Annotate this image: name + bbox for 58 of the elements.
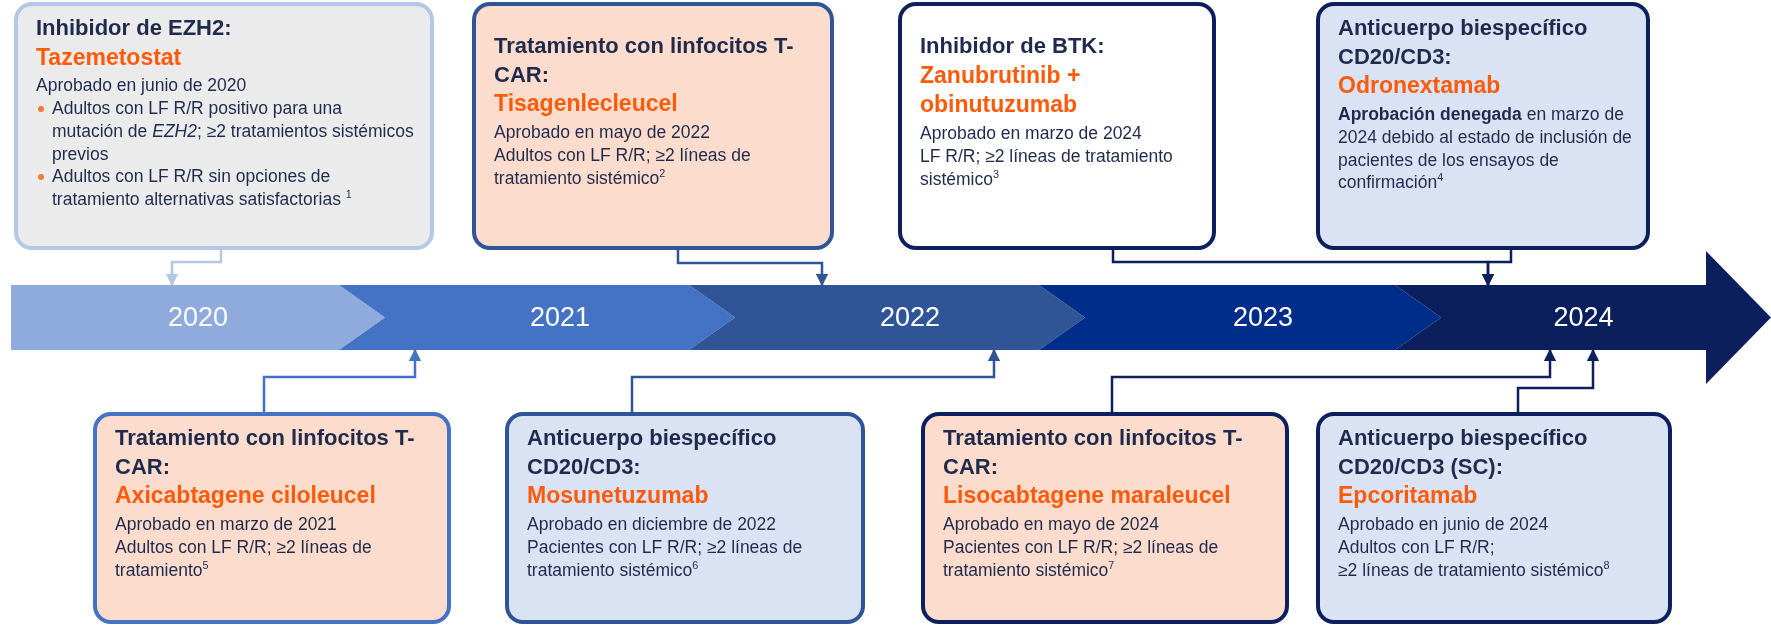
approval-text: LF R/R; ≥2 líneas de tratamiento sistémico$^{3}$ (920, 145, 1174, 191)
approval-text: Adultos con LF R/R; (1338, 535, 1496, 559)
connector-arrow (676, 250, 829, 287)
card-heading: Tratamiento con linfocitos T-CAR: (494, 32, 795, 89)
drug-name: Epcoritamab (1338, 481, 1479, 511)
bullet-text: Adultos con LF R/R positivo para una mutación de EZH2; ≥2 tratamientos sistémicos previos (52, 98, 414, 164)
approval-text: Pacientes con LF R/R; ≥2 líneas de tratamiento sistémico$^{7}$ (943, 535, 1220, 582)
connector-arrow (1481, 250, 1513, 287)
approval-text: Adultos con LF R/R; ≥2 líneas de tratamiento sistémico$^{2}$ (494, 143, 752, 190)
approval-text: Aprobado en junio de 2020 (36, 74, 248, 98)
bullet-text: Adultos con LF R/R sin opciones de tratamiento alternativas satisfactorias $^{1}$ (52, 166, 352, 210)
drug-card (1316, 2, 1650, 250)
connector-arrow (1516, 348, 1600, 412)
timeline-segment (689, 285, 1085, 350)
drug-card (472, 2, 834, 250)
card-heading: Anticuerpo biespecífico CD20/CD3: (1338, 14, 1589, 71)
drug-name: Zanubrutinib + obinutuzumab (920, 60, 1082, 120)
year-label: 2021 (530, 303, 591, 331)
timeline-segment (1039, 285, 1441, 350)
drug-card (505, 412, 865, 624)
connector-arrow (165, 250, 223, 287)
card-heading: Anticuerpo biespecífico CD20/CD3 (SC): (1338, 424, 1589, 481)
drug-card (921, 412, 1289, 624)
card-heading: Inhibidor de BTK: (920, 32, 1106, 60)
approval-text: Aprobado en junio de 2024 (1338, 513, 1550, 536)
year-label: 2022 (880, 303, 941, 331)
card-heading: Tratamiento con linfocitos T-CAR: (115, 424, 416, 481)
approval-text: Aprobado en diciembre de 2022 (527, 513, 778, 536)
connector-arrow (630, 348, 1001, 412)
drug-name: Odronextamab (1338, 71, 1502, 101)
card-heading: Inhibidor de EZH2: (36, 14, 233, 42)
drug-name: Mosunetuzumab (527, 481, 710, 511)
card-heading: Anticuerpo biespecífico CD20/CD3: (527, 424, 778, 481)
drug-card (898, 2, 1216, 250)
card-heading: Tratamiento con linfocitos T-CAR: (943, 424, 1244, 481)
approval-text: ≥2 líneas de tratamiento sistémico$^{8}$ (1338, 558, 1611, 582)
drug-card (93, 412, 451, 624)
drug-card (14, 2, 434, 250)
approval-text: Aprobado en mayo de 2022 (494, 121, 711, 144)
approval-text: Adultos con LF R/R; ≥2 líneas de tratamiento$^{5}$ (115, 535, 373, 582)
connector-arrow (1110, 348, 1557, 412)
year-label: 2024 (1553, 303, 1614, 331)
drug-name: Tisagenlecleucel (494, 89, 679, 119)
approval-text: Aprobado en marzo de 2024 (920, 122, 1143, 146)
approval-text: Aprobado en marzo de 2021 (115, 513, 338, 536)
approval-text: Pacientes con LF R/R; ≥2 líneas de tratamiento sistémico$^{6}$ (527, 535, 804, 582)
drug-card (1316, 412, 1672, 624)
year-label: 2023 (1233, 303, 1294, 331)
drug-name: Axicabtagene ciloleucel (115, 481, 377, 511)
connector-arrow (262, 348, 422, 412)
timeline-segment (11, 285, 385, 350)
approval-text: Aprobación denegada en marzo de 2024 debido al estado de inclusión de pacientes de los ensayos de confirmación$^{4}$ (1338, 103, 1632, 195)
year-label: 2020 (168, 303, 229, 331)
timeline-arrow-segment (1395, 251, 1771, 384)
approval-text: Aprobado en mayo de 2024 (943, 513, 1160, 536)
drug-name: Tazemetostat (36, 42, 183, 72)
timeline-segment (339, 285, 735, 350)
drug-name: Lisocabtagene maraleucel (943, 481, 1232, 511)
